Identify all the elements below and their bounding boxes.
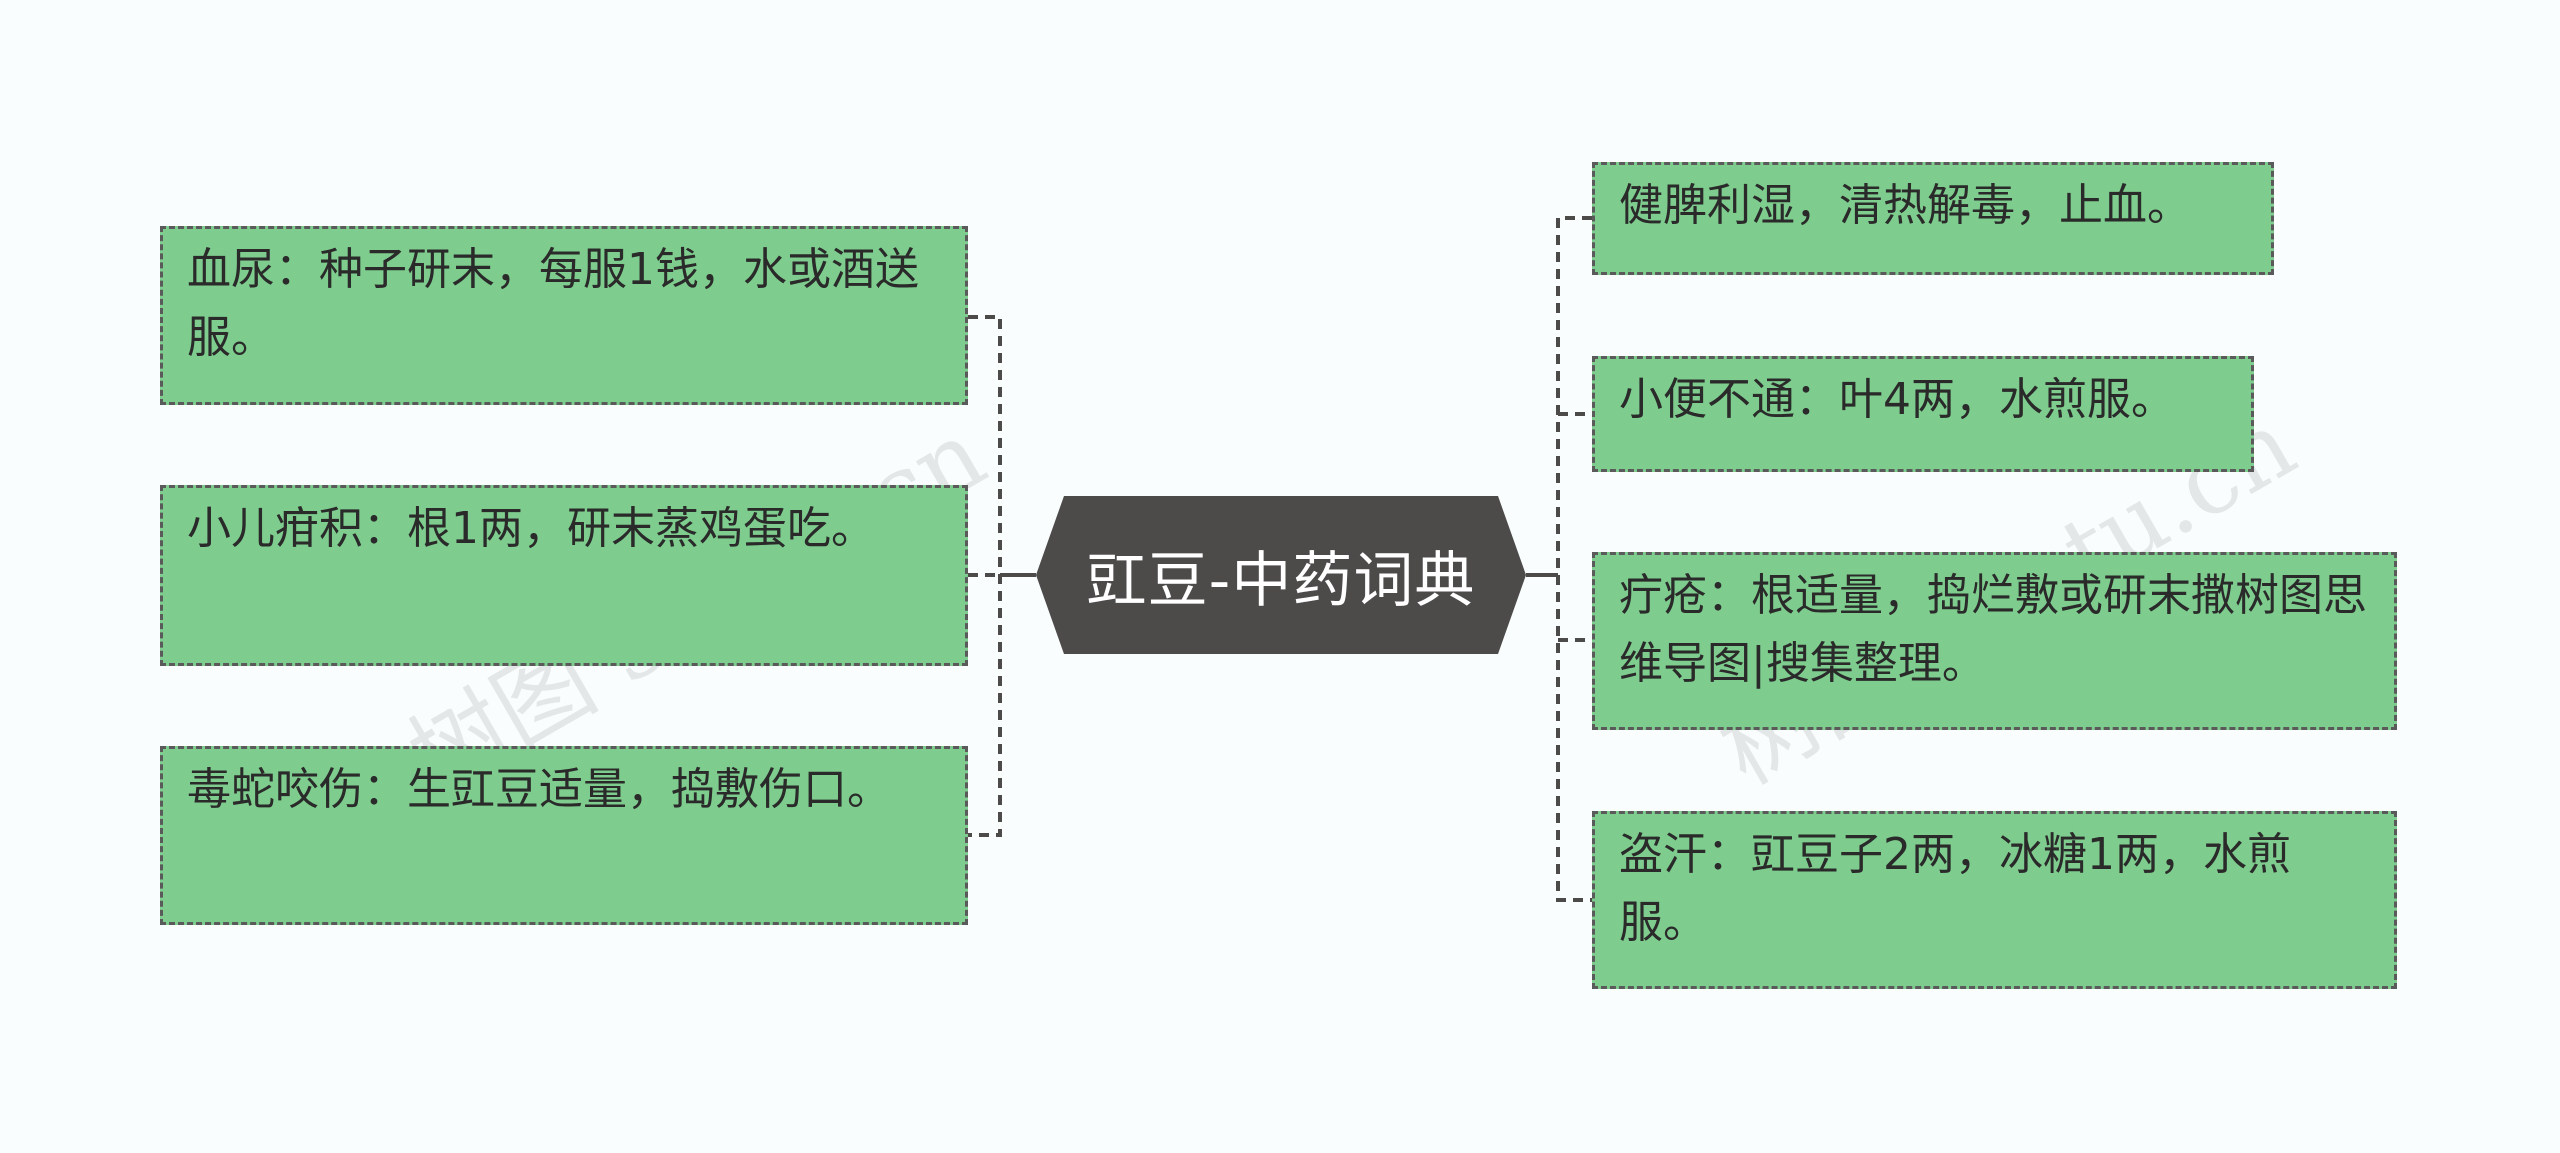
connector-left-spine xyxy=(968,315,1002,837)
right-branch-node-2[interactable]: 小便不通：叶4两，水煎服。 xyxy=(1592,356,2254,472)
right-branch-text-3: 疔疮：根适量，捣烂敷或研末撒树图思维导图|搜集整理。 xyxy=(1619,570,2367,689)
right-branch-text-2: 小便不通：叶4两，水煎服。 xyxy=(1619,374,2175,425)
right-branch-node-1[interactable]: 健脾利湿，清热解毒，止血。 xyxy=(1592,162,2274,275)
center-topic-node[interactable]: 豇豆-中药词典 xyxy=(1036,496,1526,654)
right-branch-node-3[interactable]: 疔疮：根适量，捣烂敷或研末撒树图思维导图|搜集整理。 xyxy=(1592,552,2397,730)
center-hexagon-shape xyxy=(1036,496,1526,654)
right-branch-node-4[interactable]: 盗汗：豇豆子2两，冰糖1两，水煎服。 xyxy=(1592,811,2397,989)
center-topic-label: 豇豆-中药词典 xyxy=(1086,545,1476,616)
left-branch-text-1: 血尿：种子研末，每服1钱，水或酒送服。 xyxy=(187,244,919,363)
connector-right-spine xyxy=(1556,216,1592,902)
right-branch-text-4: 盗汗：豇豆子2两，冰糖1两，水煎服。 xyxy=(1619,829,2291,948)
left-branch-node-2[interactable]: 小儿疳积：根1两，研末蒸鸡蛋吃。 xyxy=(160,485,968,666)
left-branch-text-2: 小儿疳积：根1两，研末蒸鸡蛋吃。 xyxy=(187,503,875,554)
left-branch-text-3: 毒蛇咬伤：生豇豆适量，捣敷伤口。 xyxy=(187,764,891,815)
right-branch-text-1: 健脾利湿，清热解毒，止血。 xyxy=(1619,180,2191,231)
left-branch-node-1[interactable]: 血尿：种子研末，每服1钱，水或酒送服。 xyxy=(160,226,968,405)
left-branch-node-3[interactable]: 毒蛇咬伤：生豇豆适量，捣敷伤口。 xyxy=(160,746,968,925)
